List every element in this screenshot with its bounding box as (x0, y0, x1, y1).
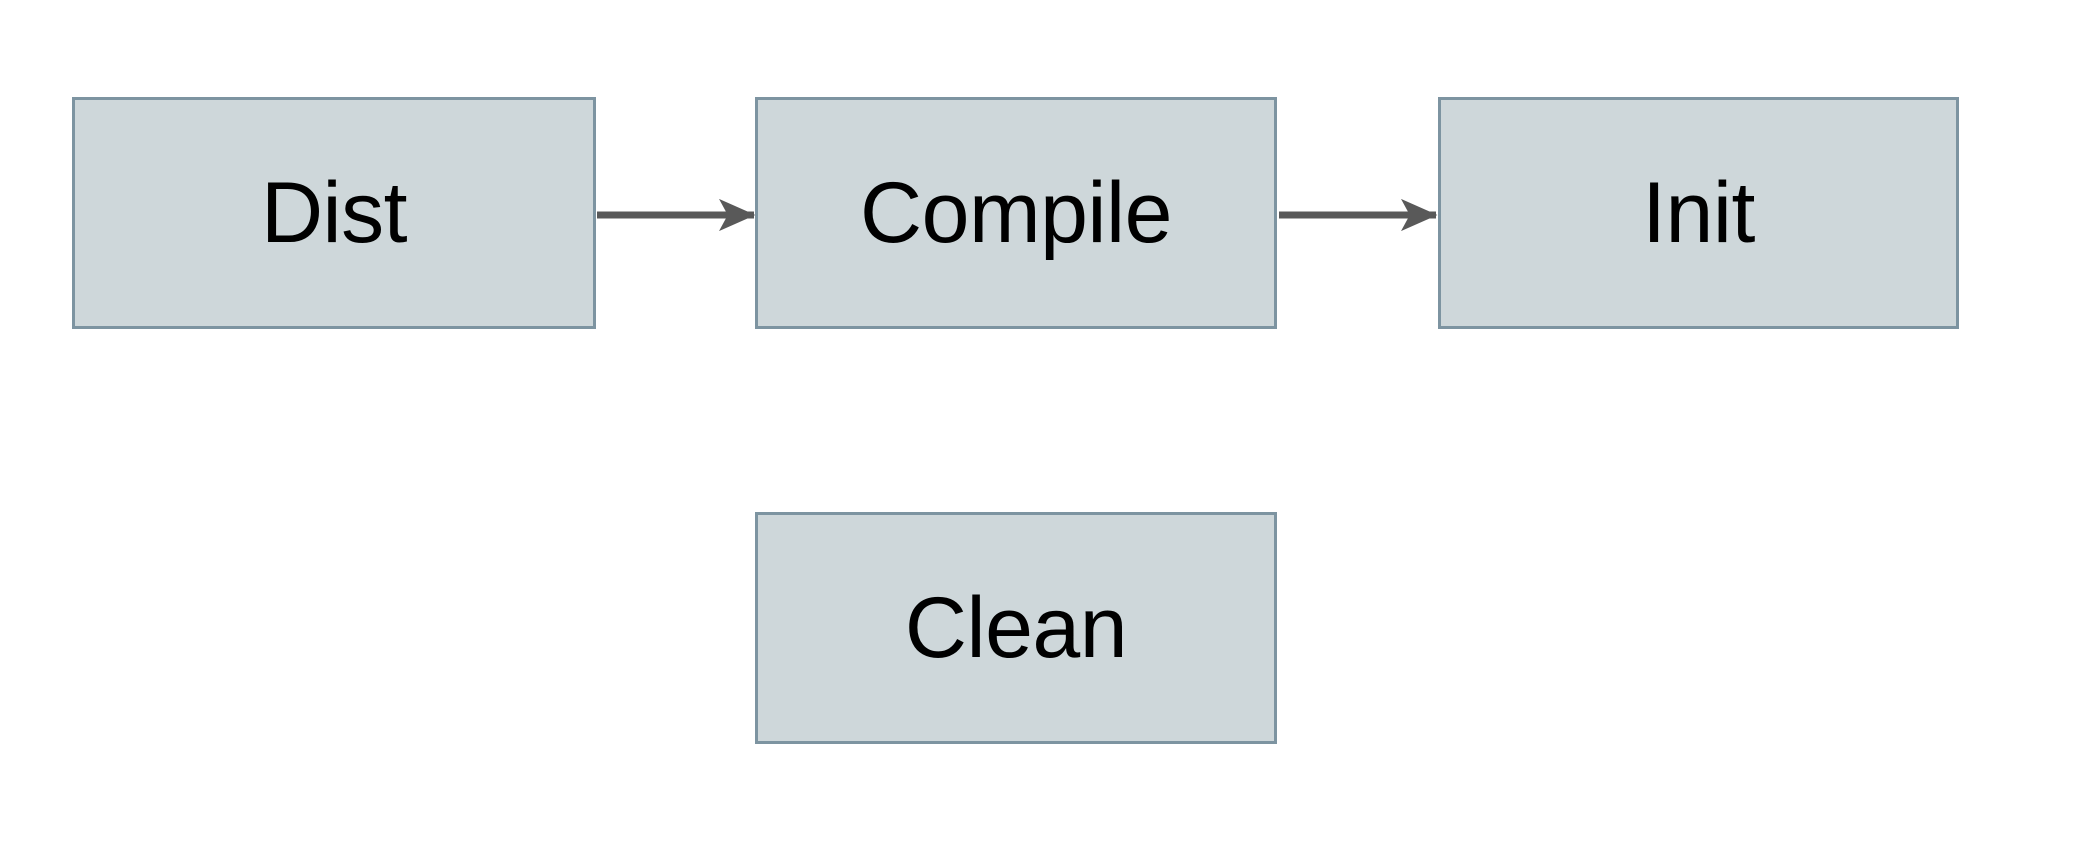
node-label-dist: Dist (260, 165, 408, 261)
node-label-clean: Clean (904, 580, 1128, 676)
node-label-init: Init (1642, 165, 1755, 261)
node-init[interactable]: Init (1438, 97, 1959, 329)
node-compile[interactable]: Compile (755, 97, 1277, 329)
node-dist[interactable]: Dist (72, 97, 596, 329)
node-label-compile: Compile (860, 165, 1172, 261)
node-clean[interactable]: Clean (755, 512, 1277, 744)
